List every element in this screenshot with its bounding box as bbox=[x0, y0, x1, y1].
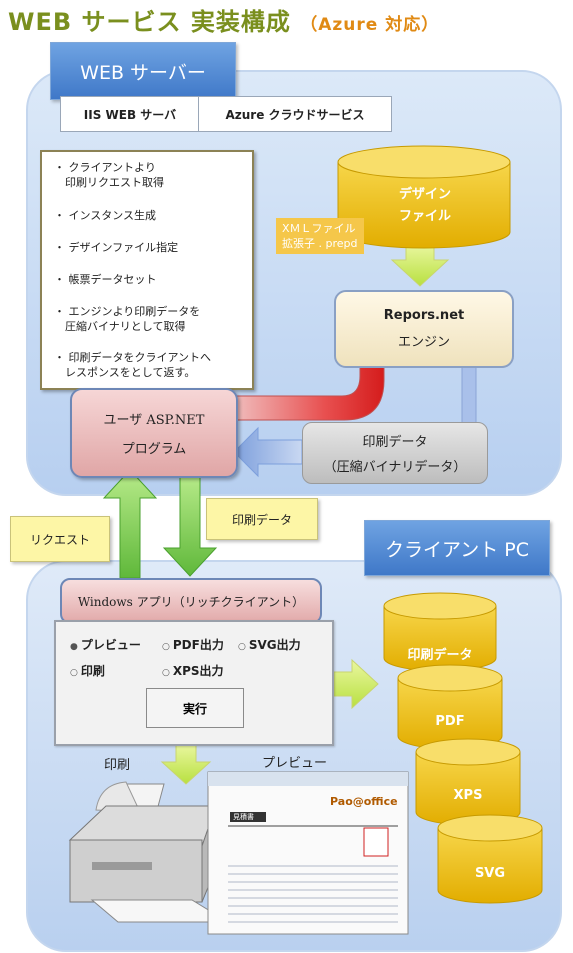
radio-icon: ○ bbox=[70, 668, 78, 678]
windows-app-window: ●プレビュー ○PDF出力 ○SVG出力 ○印刷 ○XPS出力 実行 bbox=[54, 620, 334, 746]
engine-sub: エンジン bbox=[397, 335, 450, 350]
printer-icon bbox=[68, 781, 230, 923]
step-item: ・ 帳票データセット bbox=[54, 273, 157, 286]
arrow-printdata-to-asp bbox=[233, 426, 303, 478]
asp-line1: ユーザ ASP.NET bbox=[103, 413, 205, 428]
preview-brand: Pao@office bbox=[330, 795, 398, 808]
output-cylinder-xps bbox=[415, 738, 521, 826]
design-file-label: デザイン ファイル bbox=[398, 187, 451, 224]
print-data-label: 印刷データ bbox=[206, 498, 318, 540]
preview-heading: 見積書 bbox=[233, 813, 254, 821]
header-cell-iis: IIS WEB サーバ bbox=[60, 96, 200, 132]
page-title-sub: （Azure 対応） bbox=[300, 15, 440, 35]
client-pc-tab: クライアント PC bbox=[364, 520, 550, 576]
xml-file-note: XＭＬファイル 拡張子 . prepd bbox=[276, 218, 364, 254]
web-server-tab: WEB サーバー bbox=[50, 42, 236, 100]
asp-net-program-box: ユーザ ASP.NET プログラム bbox=[70, 388, 238, 478]
connector-engine-to-printdata bbox=[461, 365, 477, 425]
header-cell-azure: Azure クラウドサービス bbox=[198, 96, 392, 132]
arrow-app-to-print bbox=[160, 743, 212, 785]
radio-icon: ● bbox=[70, 642, 78, 652]
design-file-cylinder bbox=[337, 145, 511, 249]
page-title: WEB サービス 実装構成 （Azure 対応） bbox=[8, 2, 439, 37]
step-item: ・ エンジンより印刷データを 圧縮バイナリとして取得 bbox=[54, 305, 201, 333]
print-label: 印刷 bbox=[104, 758, 131, 773]
reports-engine-box: Repors.net エンジン bbox=[334, 290, 514, 368]
arrow-design-to-engine bbox=[390, 243, 450, 287]
output-label-printdata: 印刷データ bbox=[407, 648, 473, 663]
asp-line2: プログラム bbox=[121, 442, 187, 457]
output-label-xps: XPS bbox=[453, 788, 483, 803]
option-preview[interactable]: ●プレビュー bbox=[70, 638, 141, 652]
arrow-app-to-outputs bbox=[333, 658, 379, 710]
process-steps-box: ・ クライアントより 印刷リクエスト取得 ・ インスタンス生成 ・ デザインファ… bbox=[40, 150, 254, 390]
radio-icon: ○ bbox=[238, 642, 246, 652]
option-svg[interactable]: ○SVG出力 bbox=[238, 638, 301, 652]
option-xps[interactable]: ○XPS出力 bbox=[162, 664, 224, 678]
preview-label: プレビュー bbox=[262, 756, 328, 771]
request-label: リクエスト bbox=[10, 516, 110, 562]
output-cylinder-svg bbox=[437, 814, 543, 904]
step-item: ・ クライアントより 印刷リクエスト取得 bbox=[54, 161, 164, 189]
windows-app-title: Windows アプリ（リッチクライアント） bbox=[60, 578, 322, 624]
print-data-box: 印刷データ （圧縮バイナリデータ） bbox=[302, 422, 488, 484]
print-data-line1: 印刷データ bbox=[362, 435, 428, 450]
page-title-main: WEB サービス 実装構成 bbox=[8, 8, 291, 36]
preview-document bbox=[207, 771, 409, 935]
option-pdf[interactable]: ○PDF出力 bbox=[162, 638, 224, 652]
radio-icon: ○ bbox=[162, 642, 170, 652]
output-label-pdf: PDF bbox=[435, 714, 465, 729]
output-label-svg: SVG bbox=[474, 866, 506, 881]
arrow-request-up bbox=[102, 469, 158, 579]
step-item: ・ デザインファイル指定 bbox=[54, 241, 179, 254]
radio-icon: ○ bbox=[162, 668, 170, 678]
print-data-line2: （圧縮バイナリデータ） bbox=[323, 460, 467, 475]
execute-button[interactable]: 実行 bbox=[146, 688, 244, 728]
option-print[interactable]: ○印刷 bbox=[70, 664, 105, 678]
step-item: ・ インスタンス生成 bbox=[54, 209, 157, 222]
step-item: ・ 印刷データをクライアントへ レスポンスをとして返す。 bbox=[54, 351, 212, 379]
output-cylinder-pdf bbox=[397, 664, 503, 750]
engine-name: Repors.net bbox=[383, 308, 465, 323]
arrow-printdata-down bbox=[162, 473, 218, 577]
